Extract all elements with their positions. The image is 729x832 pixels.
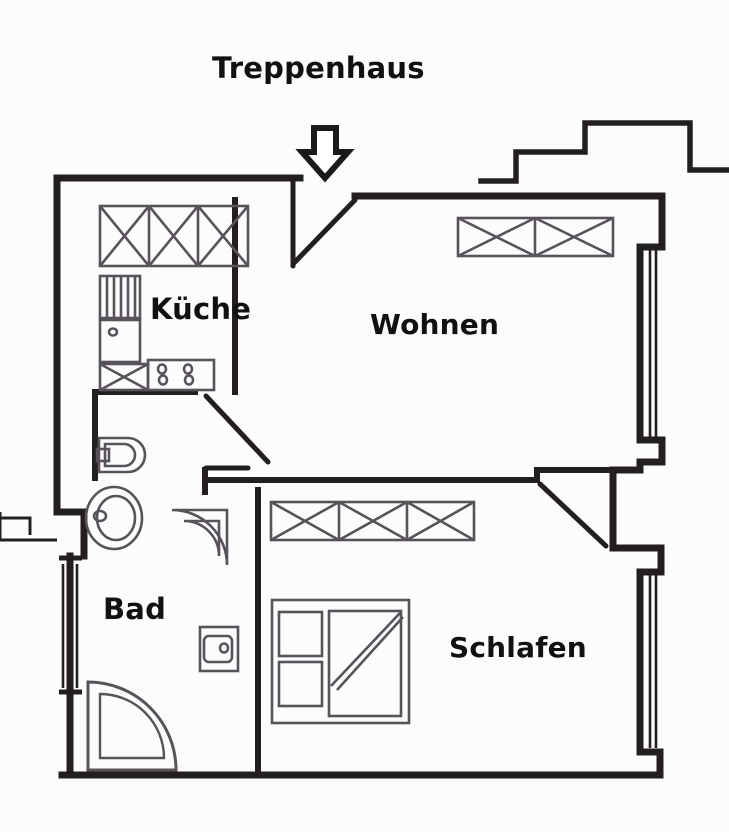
left-window-group [59,555,82,695]
window-right-upper-icon [648,250,658,437]
kitchen-fixtures-group [98,204,250,392]
living-shelf-hatch [457,216,614,258]
left-notch-inner [0,516,32,535]
bath-door-swing-inner [98,692,166,760]
bedroom-fixtures-group [269,500,476,725]
wall-right-window-lower-jamb [636,544,665,576]
bedroom-wardrobe [269,500,476,542]
stairwell-step-outline [478,120,729,184]
window-left-frame [59,555,82,695]
kitchen-base-cabinet-hatch [99,362,149,392]
bath-door-swing-arc [86,680,178,772]
interior-wall-group [92,197,616,778]
bath-cabinet [198,625,240,673]
wall-right-mid-step [609,466,665,552]
bath-toilet [97,436,147,474]
room-label-kueche: Küche [150,292,252,326]
kitchen-sink-basin-4 [183,374,195,386]
bedroom-bed [270,598,411,725]
bedroom-duvet-fold [330,612,404,691]
room-label-treppenhaus: Treppenhaus [212,51,425,85]
entrance-door-leaf [290,197,358,267]
left-exterior-notch [0,512,57,542]
kitchen-sink-basin-2 [157,374,169,386]
kitchen-sink-counter [146,358,216,392]
bath-cabinet-knob [218,642,230,654]
bath-washbasin [84,485,144,551]
window-right-lower-icon [648,575,658,748]
bath-washbasin-drain [92,509,108,523]
bedroom-wardrobe-hatch [270,500,475,542]
wall-right-upper [609,436,666,474]
kitchen-sink-basin-3 [182,363,194,375]
bath-fixtures-group [84,436,240,772]
wall-right-top [636,192,666,251]
kitchen-sink-basin-1 [156,363,168,375]
kitchen-upper-cabinet-hatch [98,205,249,267]
exterior-wall-group [53,174,666,779]
entrance-arrow-shape [295,125,355,183]
wall-living-bedroom-jog [534,467,616,483]
kitchen-upper-cabinets [98,204,250,268]
room-label-schlafen: Schlafen [449,631,587,664]
bedroom-pillow-bottom [277,660,324,708]
room-label-bad: Bad [103,592,167,626]
kitchen-door-leaf [203,393,271,465]
bath-washbasin-inner [95,494,137,542]
bath-shower-inner [183,519,221,557]
bedroom-duvet [327,609,403,718]
wall-left-jog [53,508,88,560]
kitchen-stove [98,318,142,364]
bedroom-door-leaf [537,481,609,549]
left-notch-outline [0,512,57,542]
stair-steps [478,120,729,184]
living-fixtures-group [456,216,615,258]
wall-right-lower [636,568,664,779]
door-group [203,177,609,549]
wall-right-window-upper-jamb [636,243,666,444]
right-windows-group [648,250,658,748]
window-left-icon [61,564,79,688]
kitchen-tall-unit-stripes [105,276,137,318]
bath-toilet-cistern [95,447,111,463]
bedroom-pillow-top [277,610,324,658]
entrance-direction-arrow [295,125,355,183]
kitchen-stove-knob [107,327,119,337]
bath-cabinet-inner [202,634,234,664]
bath-toilet-inner [103,442,137,468]
bath-shower [171,508,229,566]
room-label-wohnen: Wohnen [370,308,500,341]
